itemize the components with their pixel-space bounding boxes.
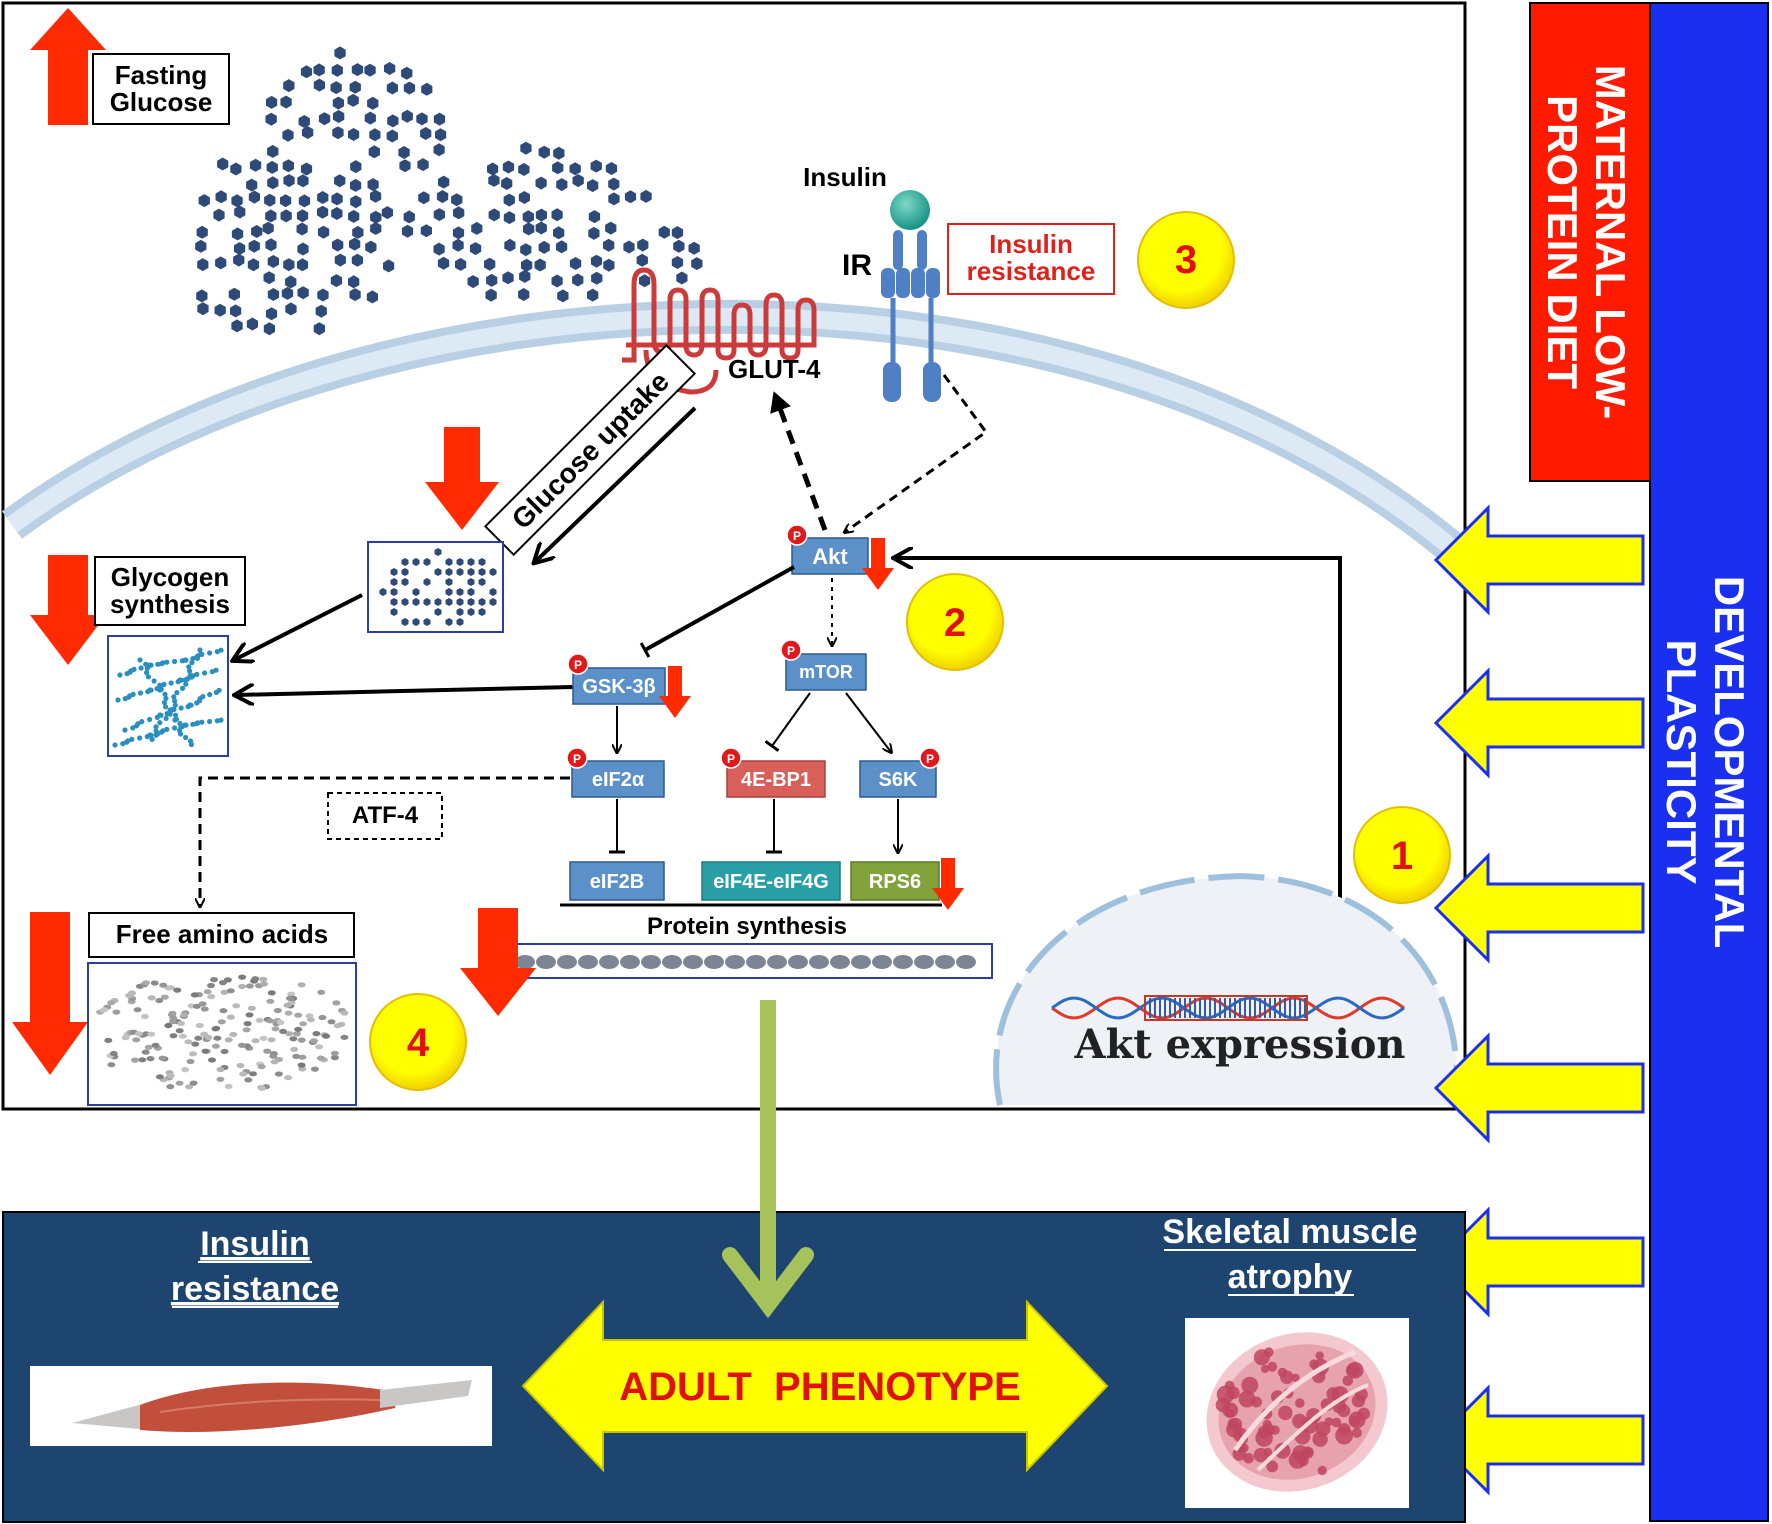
svg-text:3: 3 [1175, 238, 1197, 282]
akt-to-glut4-arrow [770, 391, 828, 531]
adult-phenotype-double-arrow [521, 1299, 1109, 1473]
protein-synthesis-label: Protein synthesis [647, 913, 847, 940]
rps6-box [850, 861, 940, 901]
akt-phospho-badge [786, 524, 808, 546]
rps6-label: RPS6 [869, 871, 921, 893]
svg-text:P: P [574, 658, 582, 672]
fasting-glucose-box [92, 53, 230, 125]
eif4e-eif4g-label: eIF4E-eIF4G [713, 871, 829, 893]
nucleus [993, 872, 1460, 1106]
atf4-label: ATF-4 [352, 802, 419, 829]
maternal-diet-bar [1529, 2, 1651, 482]
to-adult-phenotype-arrow [722, 1000, 814, 1319]
mtor-label: mTOR [799, 662, 853, 682]
adult-phenotype-label: ADULT PHENOTYPE [619, 1365, 1021, 1409]
eif2b-box [569, 861, 665, 901]
s6k-label: S6K [879, 769, 918, 791]
mtor-to-s6k-arrow [845, 692, 891, 752]
number-circle-3: 3 [1137, 211, 1235, 309]
insulin-molecule [890, 190, 930, 230]
insulin-receptor [881, 190, 941, 402]
4ebp1-box [726, 760, 826, 798]
akt-inhibits-gsk3b [639, 565, 795, 658]
svg-text:P: P [793, 529, 801, 543]
eif4e-eif4g-box [701, 861, 841, 901]
mtor-box [785, 653, 867, 691]
fasting-glucose-up-arrow [30, 8, 106, 125]
dna-helix [1051, 995, 1405, 1021]
eif2a-to-amino-acids-arrow [200, 776, 570, 906]
eif2a-label: eIF2α [592, 769, 645, 791]
akt-down-arrow [862, 538, 894, 590]
free-amino-acids-box [88, 912, 355, 958]
svg-text:P: P [787, 644, 795, 658]
glycogen-synthesis-box [94, 556, 246, 626]
plasticity-arrows [1433, 504, 1645, 1496]
insulin-resistance-box [947, 223, 1115, 295]
gsk3b-label: GSK-3β [582, 676, 655, 698]
developmental-plasticity-bar [1649, 2, 1769, 1522]
gsk3b-down-arrow [659, 666, 691, 718]
eif2b-label: eIF2B [590, 871, 644, 893]
4ebp1-label: 4E-BP1 [741, 769, 811, 791]
ir-label: IR [842, 249, 872, 282]
glucose-to-glycogen-arrow [234, 593, 363, 660]
mtor-inhibits-4ebp1 [764, 692, 811, 752]
svg-text:P: P [727, 752, 735, 766]
number-circle-4: 4 [369, 993, 467, 1091]
number-circle-2: 2 [906, 573, 1004, 671]
akt-expression-to-akt-arrow [895, 558, 1342, 908]
glut4-label: GLUT-4 [728, 354, 821, 384]
muscle-fiber-image [72, 1380, 472, 1433]
amino-acid-particles [96, 974, 349, 1091]
gsk3b-box [572, 667, 666, 705]
akt-box [791, 537, 869, 575]
svg-text:4: 4 [407, 1021, 430, 1065]
internal-glucose-molecules [379, 548, 497, 626]
svg-text:2: 2 [944, 601, 966, 645]
akt-expression-label: Akt expression [1074, 1021, 1406, 1068]
maternal-diet-label: MATERNAL LOW-PROTEIN DIET [1539, 65, 1634, 420]
gsk3b-to-glycogen-arrow [236, 687, 574, 695]
gsk3b-phospho-badge [567, 653, 589, 675]
muscle-atrophy-image [1206, 1332, 1388, 1492]
peptide-chain [515, 955, 976, 969]
glucose-molecules-cluster [195, 46, 703, 336]
4ebp1-phospho-badge [720, 747, 742, 769]
protein-synthesis-down-arrow [460, 908, 536, 1016]
glycogen-chains [112, 647, 224, 748]
eif2a-box [571, 760, 665, 798]
glucose-uptake-arrow [535, 406, 697, 562]
s6k-box [859, 760, 937, 798]
ir-to-akt-arrow [845, 374, 989, 532]
svg-text:P: P [573, 752, 581, 766]
mtor-phospho-badge [780, 639, 802, 661]
glycogen-down-arrow [30, 555, 106, 665]
number-circle-1: 1 [1353, 806, 1451, 904]
free-amino-acids-down-arrow [12, 912, 88, 1075]
internal-glucose-box [367, 541, 504, 633]
rps6-down-arrow [932, 858, 964, 910]
eif2a-phospho-badge [566, 747, 588, 769]
developmental-plasticity-label: DEVELOPMENTALPLASTICITY [1658, 576, 1753, 949]
atf4-box [327, 792, 443, 840]
s6k-phospho-badge [919, 747, 941, 769]
svg-text:P: P [926, 752, 934, 766]
akt-label: Akt [812, 544, 848, 569]
svg-text:1: 1 [1391, 834, 1413, 878]
free-amino-acids-label: Free amino acids [116, 919, 328, 949]
insulin-label: Insulin [803, 162, 887, 192]
internal-glucose-down-arrow [425, 427, 499, 530]
